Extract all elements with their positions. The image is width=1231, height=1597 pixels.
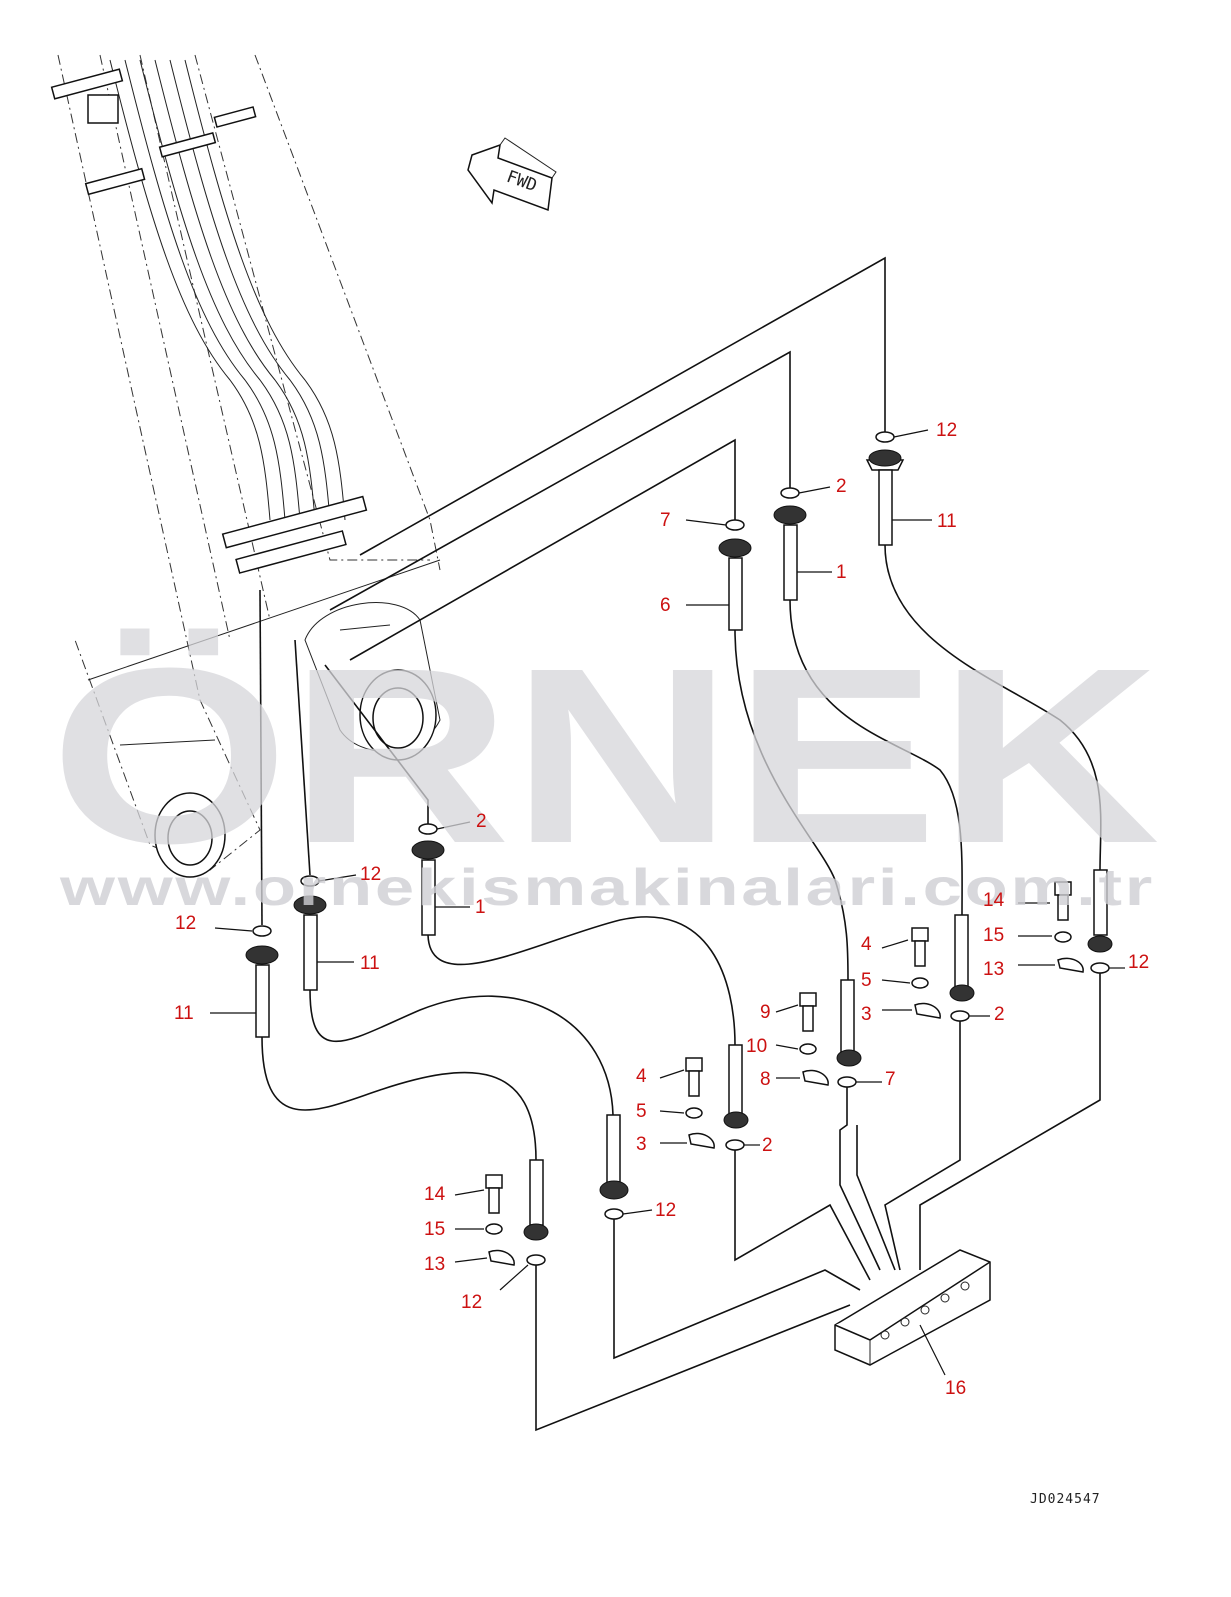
callout-7-center: 7 (885, 1069, 896, 1090)
boom-pivot-bosses (154, 602, 441, 878)
callout-8-center: 8 (760, 1069, 771, 1090)
fitting-group-center-left (599, 1044, 871, 1360)
callout-15-left: 15 (424, 1219, 445, 1240)
fitting-group-left (485, 1159, 851, 1432)
hose-6-top (718, 519, 849, 981)
callout-12-top-right: 12 (936, 420, 957, 441)
callout-13-left: 13 (424, 1254, 445, 1275)
fitting-group-right (919, 869, 1113, 1270)
callout-7-top: 7 (660, 510, 671, 531)
routing-lines-upper (259, 256, 886, 926)
callout-15-right: 15 (983, 925, 1004, 946)
fitting-group-right-center (884, 914, 975, 1271)
boom-structure (50, 54, 441, 878)
callout-5-right: 5 (861, 970, 872, 991)
callout-12-bottom: 12 (461, 1292, 482, 1313)
hose-11-left (245, 925, 537, 1161)
callout-11-top-right: 11 (937, 511, 957, 532)
callout-9-center: 9 (760, 1002, 771, 1023)
callout-4-center: 4 (636, 1066, 647, 1087)
drawing-code: JD024547 (1030, 1492, 1101, 1507)
callout-13-right: 13 (983, 959, 1004, 980)
callout-3-center: 3 (636, 1134, 647, 1155)
callout-12-mid: 12 (360, 864, 381, 885)
watermark-url: www.ornekismakinalari.com.tr (59, 859, 1155, 917)
callout-14-right: 14 (983, 890, 1005, 911)
callout-2-mid: 2 (476, 811, 487, 832)
hose-11-top-right (865, 431, 1102, 871)
leader-lines (210, 429, 1125, 1376)
callout-2-right: 2 (994, 1004, 1005, 1025)
callout-2-top: 2 (836, 476, 847, 497)
hose-1-top (773, 487, 963, 916)
fitting-group-center (799, 979, 896, 1271)
callout-11-mid: 11 (360, 953, 380, 974)
callout-4-right: 4 (861, 934, 872, 955)
control-valve-16 (834, 1249, 991, 1366)
hose-fittings-lower (485, 869, 1113, 1432)
callout-10-center: 10 (746, 1036, 767, 1057)
fwd-arrow-icon: FWD (467, 137, 557, 212)
hose-1-mid (411, 823, 736, 1046)
callout-6-top: 6 (660, 595, 671, 616)
watermark-brand: ÖRNEK (50, 616, 1160, 895)
callout-2-center: 2 (762, 1135, 773, 1156)
callout-16-valve: 16 (945, 1378, 966, 1399)
callout-12-right: 12 (1128, 952, 1149, 973)
callout-1-top: 1 (836, 562, 847, 583)
callout-11-left: 11 (174, 1003, 194, 1024)
callout-5-center: 5 (636, 1101, 647, 1122)
boom-clamps (50, 68, 368, 574)
hose-11-mid (293, 875, 614, 1116)
callout-12-center: 12 (655, 1200, 676, 1221)
callout-labels: 12 2 11 7 1 6 2 12 1 12 11 11 14 15 13 1… (174, 420, 1149, 1399)
callout-12-left: 12 (175, 913, 196, 934)
callout-1-mid: 1 (475, 897, 486, 918)
watermark: ÖRNEK www.ornekismakinalari.com.tr (50, 616, 1160, 917)
callout-14-left: 14 (424, 1184, 446, 1205)
callout-3-right: 3 (861, 1004, 872, 1025)
hose-assemblies-upper (245, 431, 1102, 1161)
